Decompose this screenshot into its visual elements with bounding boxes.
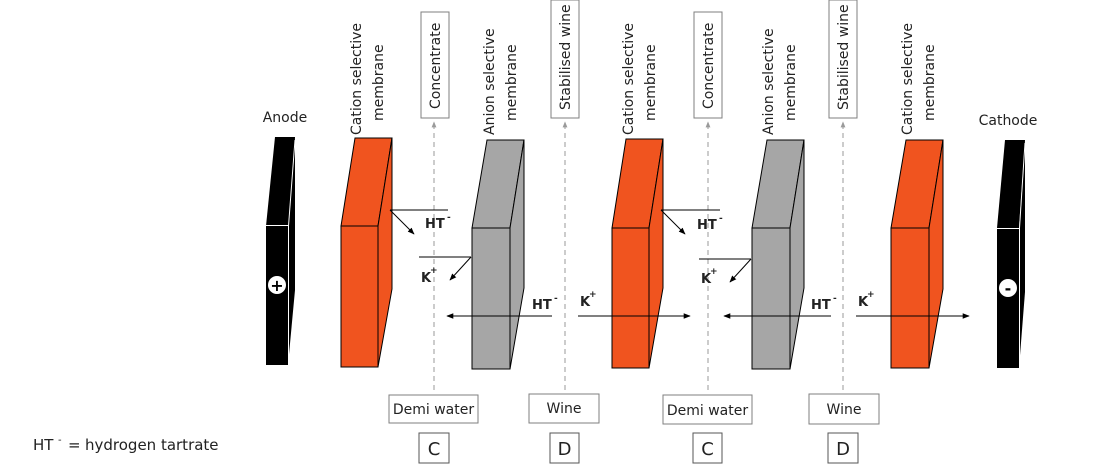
anode-label: Anode	[263, 110, 308, 126]
svg-text:HT: HT	[425, 217, 445, 232]
svg-text:K: K	[580, 295, 591, 310]
svg-text:K: K	[701, 272, 712, 287]
svg-text:+: +	[430, 266, 438, 276]
k-label-1: K +	[421, 266, 438, 286]
svg-text:HT: HT	[697, 218, 717, 233]
k-label-4: K +	[858, 290, 875, 310]
output-box-3: Concentrate	[693, 11, 723, 119]
svg-text:D: D	[836, 439, 850, 460]
membrane-label-5: Cation selective membrane	[900, 23, 938, 135]
anode-sign: +	[270, 276, 283, 295]
membrane-label-2: Anion selective membrane	[482, 28, 520, 135]
ht-rejected-arrow-2	[660, 209, 720, 235]
svg-text:+: +	[867, 290, 875, 300]
input-box-1: Demi water	[388, 394, 479, 424]
svg-text:-: -	[833, 294, 837, 304]
svg-text:K: K	[421, 271, 432, 286]
svg-text:membrane: membrane	[643, 44, 659, 121]
ht-label-2: HT -	[532, 294, 558, 313]
svg-text:HT: HT	[811, 298, 831, 313]
legend-equals: =	[68, 436, 81, 454]
compartment-code-1: C	[418, 432, 450, 464]
plus-icon	[268, 276, 286, 294]
svg-text:C: C	[428, 439, 441, 460]
svg-text:Demi water: Demi water	[393, 402, 475, 418]
svg-text:C: C	[701, 439, 714, 460]
cathode: - Cathode	[979, 113, 1038, 368]
input-box-4: Wine	[808, 393, 880, 425]
minus-icon	[999, 279, 1017, 297]
cathode-side-face	[1019, 140, 1025, 368]
output-box-1: Concentrate	[420, 11, 450, 119]
cathode-sign: -	[1005, 279, 1012, 298]
k-rejected-arrow-2	[699, 258, 752, 283]
ht-label-3: HT -	[697, 214, 723, 233]
svg-text:Wine: Wine	[547, 401, 582, 417]
svg-text:+: +	[589, 290, 597, 300]
output-box-4: Stabilised wine	[828, 0, 858, 119]
ht-label-4: HT -	[811, 294, 837, 313]
svg-text:membrane: membrane	[783, 44, 799, 121]
membrane-label-1: Cation selective membrane	[349, 23, 387, 135]
anion-membrane-1	[471, 139, 525, 370]
svg-text:+: +	[710, 267, 718, 277]
k-rejected-arrow-1	[419, 256, 472, 281]
anion-membrane-2	[751, 139, 805, 370]
input-box-2: Wine	[528, 393, 600, 424]
ht-rejected-arrow-1	[389, 209, 448, 235]
legend: HT - = hydrogen tartrate	[33, 435, 219, 454]
compartment-code-4: D	[827, 432, 859, 464]
input-box-3: Demi water	[662, 394, 753, 425]
svg-text:D: D	[558, 439, 572, 460]
svg-text:HT: HT	[532, 298, 552, 313]
svg-text:Concentrate: Concentrate	[701, 23, 717, 109]
svg-text:Anion selective: Anion selective	[482, 28, 498, 135]
anode: + Anode	[263, 110, 308, 365]
anode-top-face	[266, 137, 295, 226]
svg-text:Cation selective: Cation selective	[349, 23, 365, 135]
compartment-code-2: D	[549, 432, 580, 464]
compartment-code-3: C	[692, 432, 723, 464]
svg-text:Stabilised wine: Stabilised wine	[836, 4, 852, 110]
output-box-2: Stabilised wine	[550, 0, 580, 119]
svg-text:Cation selective: Cation selective	[621, 23, 637, 135]
membrane-label-3: Cation selective membrane	[621, 23, 659, 135]
svg-text:Stabilised wine: Stabilised wine	[558, 4, 574, 110]
legend-charge: -	[58, 435, 62, 446]
svg-text:-: -	[447, 213, 451, 223]
svg-text:K: K	[858, 295, 869, 310]
anode-front-face	[266, 226, 288, 365]
svg-text:membrane: membrane	[504, 44, 520, 121]
k-label-3: K +	[701, 267, 718, 287]
legend-symbol: HT	[33, 436, 54, 454]
membrane-label-4: Anion selective membrane	[761, 28, 799, 135]
legend-meaning: hydrogen tartrate	[85, 436, 219, 454]
anode-side-face	[288, 137, 295, 365]
ht-label-1: HT -	[425, 213, 451, 232]
svg-text:Demi water: Demi water	[667, 403, 749, 419]
svg-text:Concentrate: Concentrate	[428, 23, 444, 109]
cathode-front-face	[997, 228, 1019, 368]
cathode-label: Cathode	[979, 113, 1038, 129]
cation-membrane-3	[890, 139, 944, 369]
svg-text:membrane: membrane	[371, 44, 387, 121]
svg-text:Cation selective: Cation selective	[900, 23, 916, 135]
svg-text:-: -	[719, 214, 723, 224]
cation-membrane-2	[611, 138, 664, 369]
svg-text:membrane: membrane	[922, 44, 938, 121]
k-label-2: K +	[580, 290, 597, 310]
svg-text:Wine: Wine	[827, 402, 862, 418]
svg-text:Anion selective: Anion selective	[761, 28, 777, 135]
cation-membrane-1	[340, 137, 393, 368]
cathode-top-face	[997, 140, 1025, 228]
svg-text:-: -	[554, 294, 558, 304]
